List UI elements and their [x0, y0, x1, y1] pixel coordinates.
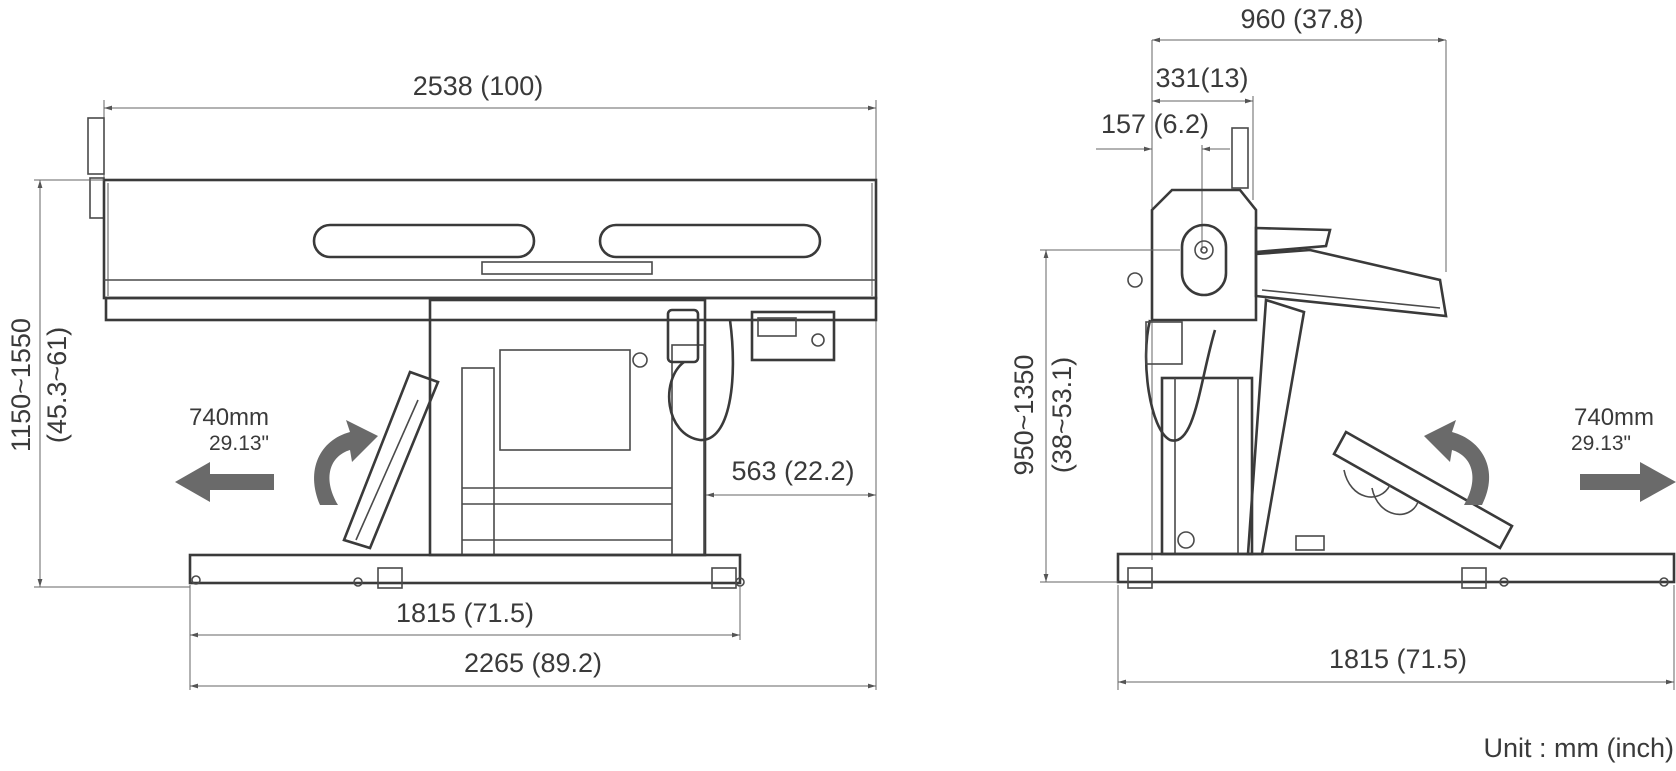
dim-side-base: 1815 (71.5): [1117, 585, 1675, 690]
dim-front-offset: 563 (22.2): [706, 456, 876, 498]
side-head-unit: [1127, 127, 1258, 322]
label-front-base-outer: 2265 (89.2): [464, 648, 602, 678]
dim-side-depth: 960 (37.8) 331(13) 157 (6.2): [1096, 4, 1447, 560]
front-stand: [428, 298, 707, 557]
front-view: 2538 (100): [6, 71, 878, 690]
side-rotate-arrow-icon: [1424, 420, 1490, 505]
dim-front-height: 1150~1550 (45.3~61): [6, 179, 190, 588]
side-base: [1116, 552, 1676, 589]
side-tilt-arm: [1295, 430, 1514, 551]
label-front-swing-in: 29.13": [209, 432, 269, 455]
label-front-swing-mm: 740mm: [189, 404, 269, 431]
side-swing-indicator: 740mm 29.13": [1424, 404, 1676, 505]
side-view: 960 (37.8) 331(13) 157 (6.2): [1009, 4, 1676, 690]
label-side-height-in: (38~53.1): [1047, 357, 1077, 473]
label-overall-length: 2538 (100): [413, 71, 544, 101]
label-side-depth-small: 157 (6.2): [1101, 109, 1209, 139]
dim-side-height: 950~1350 (38~53.1): [1009, 249, 1180, 583]
label-side-base-width: 1815 (71.5): [1329, 644, 1467, 674]
side-stand: [1144, 298, 1306, 556]
label-front-height-in: (45.3~61): [42, 327, 72, 443]
label-side-depth-mid: 331(13): [1155, 63, 1248, 93]
front-left-arrow-icon: [175, 462, 274, 502]
front-main-body: [102, 178, 878, 322]
side-feed-tray: [1254, 226, 1448, 318]
label-front-base-inner: 1815 (71.5): [396, 598, 534, 628]
front-handle: [87, 117, 105, 219]
front-rotate-arrow-icon: [314, 420, 378, 505]
front-pendant: [666, 308, 735, 442]
front-tilt-arm: [342, 370, 440, 550]
label-side-height-mm: 950~1350: [1009, 355, 1039, 476]
unit-note: Unit : mm (inch): [1483, 733, 1674, 763]
label-side-swing-mm: 740mm: [1574, 404, 1654, 431]
label-front-offset: 563 (22.2): [731, 456, 854, 486]
front-control-panel: [750, 310, 836, 362]
front-base: [188, 553, 745, 589]
label-side-depth: 960 (37.8): [1240, 4, 1363, 34]
label-side-swing-in: 29.13": [1571, 432, 1631, 455]
front-swing-indicator: 740mm 29.13": [175, 404, 378, 505]
label-front-height-mm: 1150~1550: [6, 318, 36, 452]
dim-front-base: 1815 (71.5) 2265 (89.2): [189, 585, 876, 690]
side-right-arrow-icon: [1580, 462, 1676, 502]
